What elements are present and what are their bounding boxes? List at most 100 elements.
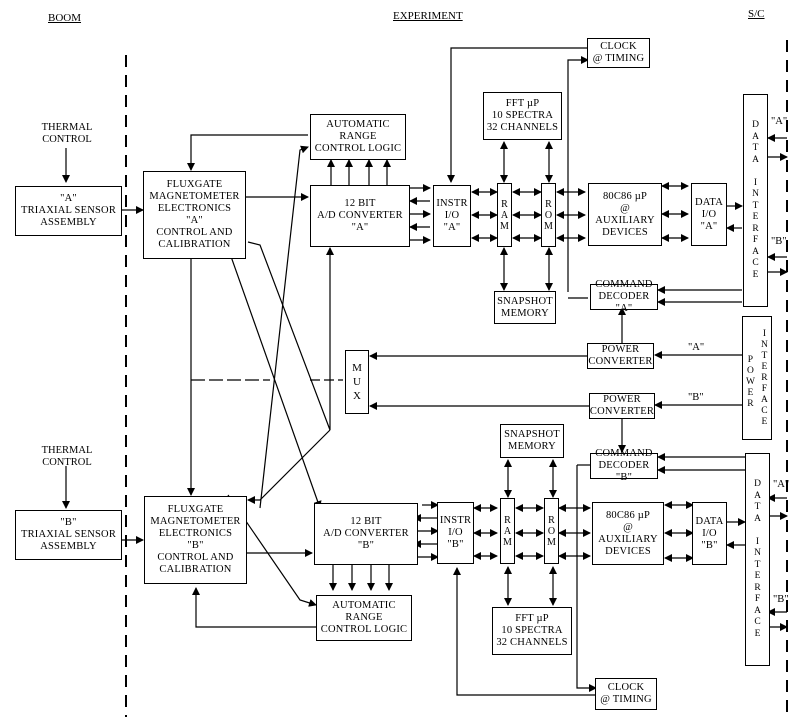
box-text-line: "A" [700,220,718,232]
box-text-line: "A" [60,193,77,204]
box-text-line: R [504,514,511,526]
box-text-line: RANGE [345,612,383,623]
box-text-line: @ TIMING [592,53,645,64]
box-text-line: E [752,212,759,222]
box-text-line: M [544,220,553,232]
box-text-line [756,525,758,537]
box-text-line: COMMAND [595,448,653,459]
sc-a-label-bottom: "A" [773,479,790,490]
box-text-line: I [762,328,767,339]
clock-timing-b: CLOCK@ TIMING [595,678,657,710]
box-text-line: CALIBRATION [159,564,232,575]
box-text-line: "B" [447,539,464,550]
sc-b-label-top: "B" [771,236,787,247]
box-text-line: 32 CHANNELS [486,122,559,133]
box-text-line: P [747,354,754,365]
box-text-line: DECODER "B" [598,460,650,483]
box-text-line: "B" [187,540,204,551]
clock-timing-a: CLOCK@ TIMING [587,38,650,68]
box-text-line: "A" [443,222,461,233]
box-text-line: 12 BIT [344,198,376,209]
sc-a-label-top: "A" [771,116,788,127]
box-text-line: R [761,372,768,383]
box-text-line: ASSEMBLY [40,217,97,228]
box-text-line: A [754,605,761,616]
box-text-line: T [754,559,761,570]
box-text-line: 80C86 µP [605,509,651,521]
box-text-line: POWER [601,344,640,355]
power-b-label: "B" [688,392,704,403]
box-text-line: T [754,502,761,512]
box-text-line: I [755,536,760,547]
box-text-line: I [753,177,758,188]
box-text-line: F [754,594,761,604]
box-text-line: A [503,525,512,537]
box-text-line: MAGNETOMETER [149,191,240,202]
box-text-line: DEVICES [605,545,651,557]
box-text-line: E [761,361,768,372]
box-text-line: I/O [448,527,463,538]
box-text-line: R [754,582,761,593]
box-text-line: D [754,479,761,489]
box-text-line: FLUXGATE [166,179,223,190]
box-text-line: M [352,362,362,374]
box-text-line: O [547,525,556,537]
box-text-line: I/O [444,210,460,221]
box-text-line: SNAPSHOT [497,295,553,307]
box-text-line: A [754,490,761,501]
box-text-line: "B" [701,539,718,551]
box-text-line: T [752,143,759,153]
box-text-line: M [500,220,509,232]
box-text-line: INSTR [439,515,472,526]
box-text-line: MEMORY [501,307,549,319]
box-text-line: O [544,209,553,221]
boom-header: BOOM [48,12,82,24]
box-text-line: DATA [695,515,724,527]
box-text-line: CONTROL LOGIC [320,624,408,635]
box-text-line: I/O [702,527,717,539]
box-text-line: R [548,514,555,526]
box-text-line: "B" [60,517,77,528]
box-text-line: @ [623,521,633,533]
box-text-line: R [752,223,759,234]
box-text-line: A [752,131,759,142]
box-text-line: AUTOMATIC [332,600,396,611]
box-text-line: N [760,339,769,350]
box-text-line: FLUXGATE [167,504,224,515]
box-text-line: D [752,120,759,130]
box-text-line: CONVERTER [588,356,653,367]
box-text-line: CONVERTER [589,406,655,417]
box-text-line: 80C86 µP [602,190,648,202]
box-text-line: F [761,383,768,394]
box-text-line: INSTR [436,198,468,209]
box-text-line: E [761,416,768,427]
box-text-line: DATA [695,196,723,208]
box-text-line: C [761,405,768,416]
box-text-line: TRIAXIAL SENSOR [20,205,117,216]
box-text-line: @ TIMING [600,694,652,705]
box-text-line: ASSEMBLY [40,541,97,552]
box-text-line: AUXILIARY [598,533,658,545]
box-text-line: A [752,154,759,165]
box-text-line: COMMAND [595,279,653,290]
power-a-label: "A" [688,342,705,353]
box-text-line: MAGNETOMETER [150,516,241,527]
